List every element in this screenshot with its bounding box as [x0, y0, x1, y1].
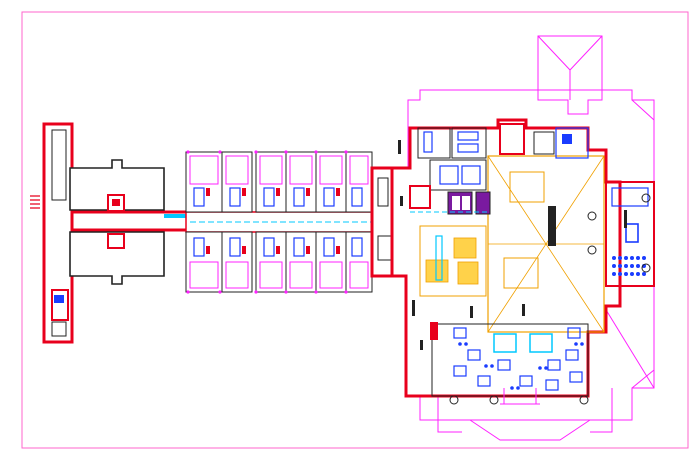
roof-outline — [407, 35, 655, 441]
service-area — [409, 123, 589, 281]
lobby-atrium — [419, 155, 605, 333]
west-wing — [30, 122, 190, 344]
drawing-frame — [21, 11, 689, 449]
guest-room-corridor — [185, 150, 387, 294]
east-block — [390, 118, 655, 405]
east-lounge — [605, 181, 655, 287]
dining-area — [430, 322, 589, 405]
